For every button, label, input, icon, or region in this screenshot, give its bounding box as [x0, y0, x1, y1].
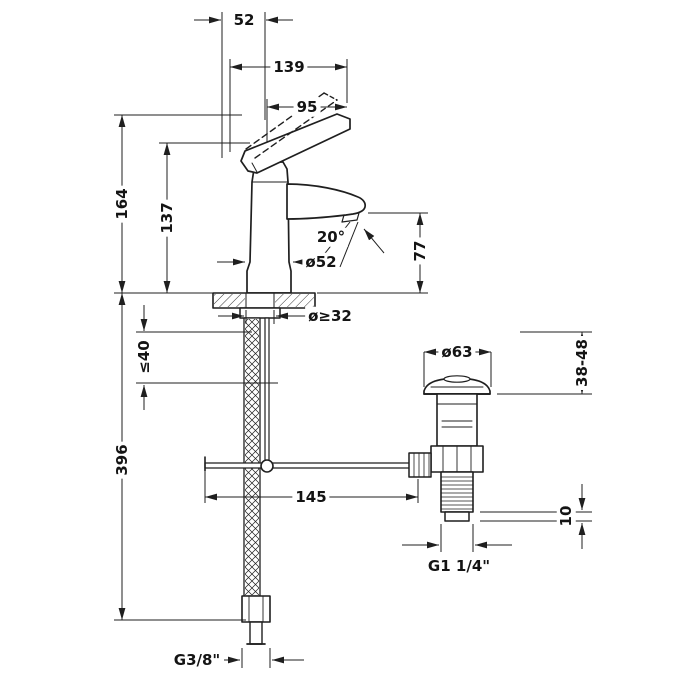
- dim-label-3848: 38-48: [572, 336, 592, 390]
- dim-max40-lines: [136, 305, 278, 410]
- mounting-deck: [212, 292, 316, 319]
- dimension-lines: [114, 12, 592, 668]
- dim-label-77: 77: [410, 237, 430, 265]
- dim-label-137: 137: [157, 199, 177, 237]
- supply-hose: [243, 317, 261, 597]
- waste-thread-label: G1 1/4": [424, 556, 494, 576]
- rod-joint-ball: [260, 459, 274, 473]
- aerator-line: [341, 214, 345, 223]
- hose-connector: [241, 595, 271, 645]
- dim-label-139: 139: [270, 57, 308, 77]
- rod-knurled-nut: [408, 452, 432, 478]
- dim-label-164: 164: [112, 185, 132, 223]
- faucet-body: [246, 161, 292, 294]
- dim-label-145: 145: [292, 487, 330, 507]
- dim-label-10: 10: [556, 502, 576, 530]
- dim-hole-diameter-lines: [218, 310, 306, 324]
- pop-up-rod: [204, 317, 419, 473]
- dim-waste-thread-lines: [402, 524, 512, 552]
- faucet-spout: [286, 183, 367, 220]
- dim-label-95: 95: [293, 97, 321, 117]
- dim-164-lines: [114, 114, 242, 294]
- dim-label-max-thickness: ≤40: [134, 337, 154, 377]
- pop-up-rod-vertical: [264, 317, 270, 466]
- dim-52-lines: [194, 12, 293, 158]
- faucet-handle: [240, 113, 351, 174]
- dim-supply-thread-lines: [224, 648, 304, 668]
- hose-connector-nut: [241, 595, 271, 623]
- spray-angle-label: 20°: [313, 227, 349, 247]
- dim-label-52: 52: [230, 10, 258, 30]
- dim-label-base-diameter: ø52: [302, 252, 340, 272]
- dim-label-hole-diameter: ø≥32: [305, 306, 355, 326]
- drain-assembly: [408, 375, 491, 522]
- supply-thread-label: G3/8": [170, 650, 224, 670]
- dim-label-396: 396: [112, 441, 132, 479]
- waste-body: [436, 393, 478, 447]
- pop-up-rod-horizontal: [204, 462, 419, 469]
- hose-connector-tube: [249, 621, 263, 645]
- dim-label-waste-diameter: ø63: [438, 342, 476, 362]
- waste-threaded-tail: [440, 471, 474, 513]
- waste-plug-cap: [443, 375, 471, 383]
- waste-tail-tip: [444, 511, 470, 522]
